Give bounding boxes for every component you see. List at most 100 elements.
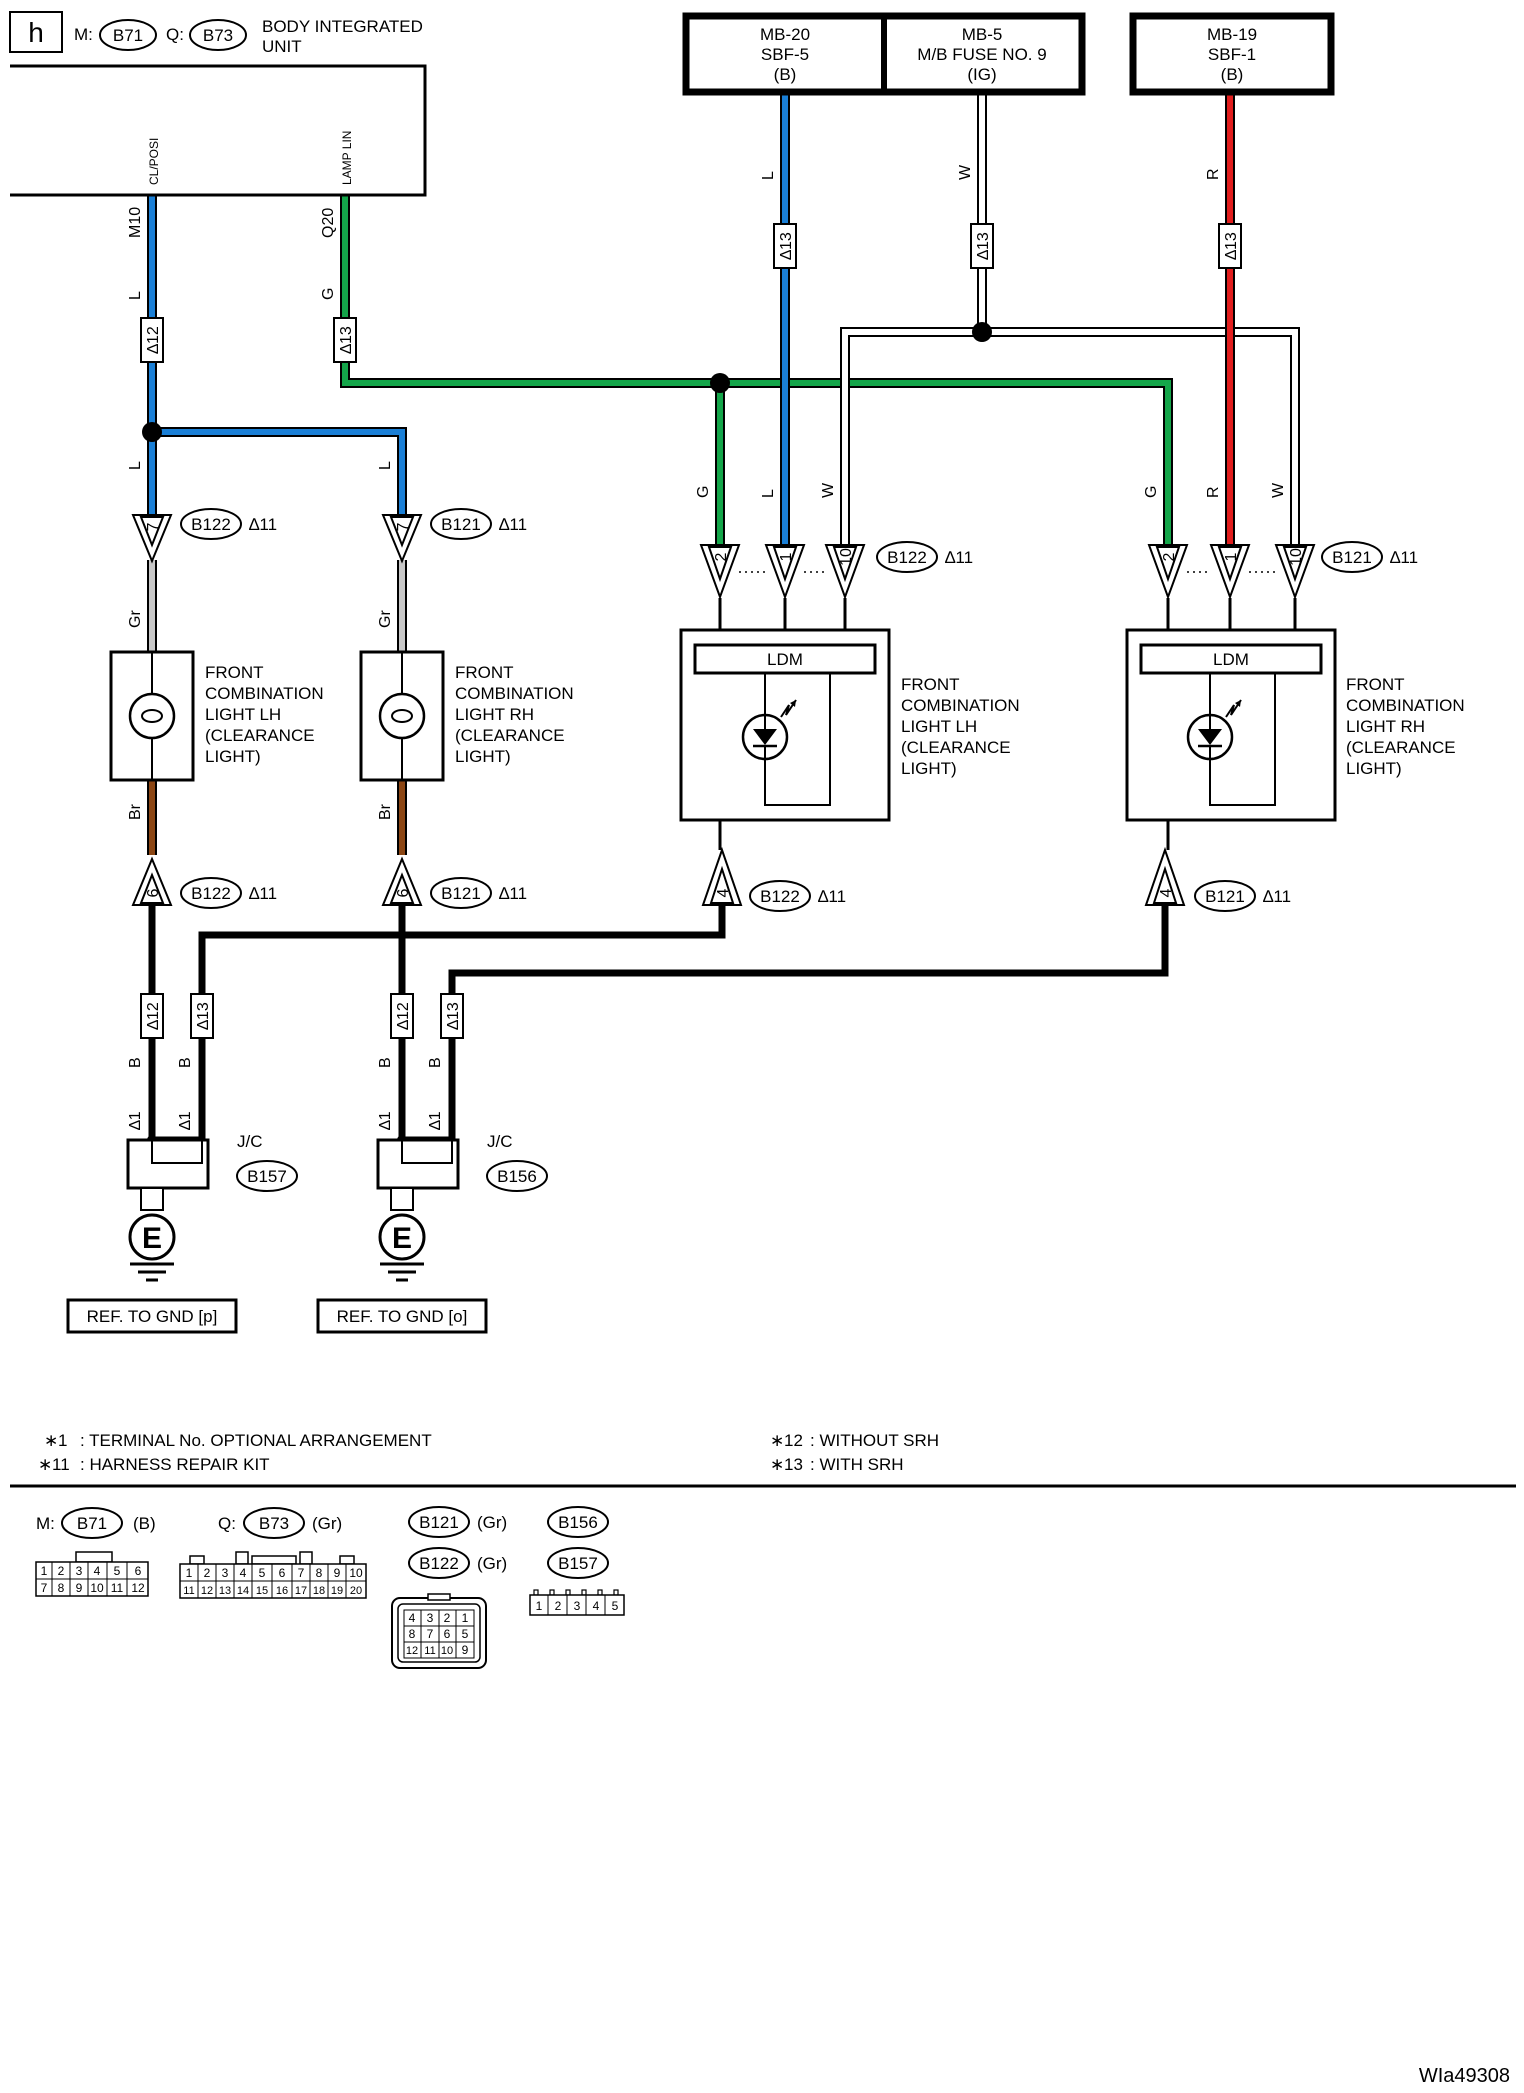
led-light-rh: LDM FRONT COMBINATION LIGHT RH (CLEARANC…: [1125, 628, 1465, 822]
note-star: ∗: [44, 1431, 58, 1450]
connector-views: M: B71 (B) 1 2 3 4 5 6 7 8 9 10 11 12: [35, 1506, 625, 1669]
note-star13-text: : WITH SRH: [810, 1455, 904, 1474]
svg-text:4: 4: [409, 1611, 416, 1625]
ground-e-icon: [128, 1213, 176, 1261]
svg-text:11: 11: [111, 1581, 124, 1595]
wire-brown: [147, 780, 407, 855]
wire-label-r: R: [1205, 486, 1222, 498]
junction-dot: [710, 373, 730, 393]
note-star1-num: 1: [58, 1431, 67, 1450]
cv-b73-face: 1 2 3 4 5 6 7 8 9 10 11 12 13 14 15 16 1…: [179, 1551, 367, 1599]
svg-text:COMBINATION: COMBINATION: [455, 684, 574, 703]
svg-text:9: 9: [76, 1581, 83, 1595]
star-11-label: ∆11: [945, 548, 973, 567]
note-star11-num: 11: [52, 1455, 70, 1474]
svg-text:5: 5: [114, 1564, 121, 1578]
svg-text:7: 7: [427, 1627, 434, 1641]
wire-label-br: Br: [127, 803, 144, 820]
wire-black: [148, 905, 1169, 1150]
connector-pins-up: 6 6 4 4: [131, 846, 1186, 906]
cv-b122-conn: B122: [419, 1554, 459, 1573]
wire-label-w: W: [957, 164, 974, 180]
svg-text:(CLEARANCE: (CLEARANCE: [1346, 738, 1456, 757]
fuse-mb20-line1: MB-20: [760, 25, 810, 44]
pin-b121-7: 7: [381, 514, 423, 564]
figure-id: WIa49308: [1419, 2065, 1510, 2087]
bulb-icon: [378, 692, 426, 740]
conn-b121: B121: [1205, 887, 1245, 906]
conn-b121: B121: [441, 515, 481, 534]
light-ray-icon: [780, 699, 797, 718]
q-conn-oval: [189, 19, 247, 51]
pin-b122-1: 1: [764, 544, 806, 600]
svg-text:(CLEARANCE: (CLEARANCE: [455, 726, 565, 745]
tag-star13: ∆13: [338, 326, 355, 354]
wire-label-br: Br: [377, 803, 394, 820]
note-star11-text: : HARNESS REPAIR KIT: [80, 1455, 270, 1474]
svg-text:7: 7: [145, 522, 162, 531]
svg-text:18: 18: [313, 1585, 325, 1597]
wire-label-l: L: [760, 171, 777, 180]
wire-color-labels: L G L W R L L G L W G R W Gr Gr Br Br B …: [127, 164, 1287, 1130]
fuse-mb20-line2: SBF-5: [761, 45, 809, 64]
wire-label-w: W: [820, 482, 837, 498]
conn-b122: B122: [191, 515, 231, 534]
led-lamps: LDM FRONT COMBINATION LIGHT LH (CLEARANC…: [679, 628, 1465, 822]
wire-label-gr: Gr: [377, 610, 394, 628]
svg-text:13: 13: [219, 1585, 231, 1597]
svg-text:7: 7: [298, 1566, 305, 1580]
svg-text:2: 2: [713, 552, 730, 561]
svg-text:20: 20: [350, 1585, 362, 1597]
jc-label: J/C: [237, 1132, 263, 1151]
unit-title-line1: BODY INTEGRATED: [262, 17, 423, 36]
note-star12-num: 12: [784, 1431, 803, 1450]
svg-text:6: 6: [444, 1627, 451, 1641]
svg-text:7: 7: [395, 522, 412, 531]
fuse-mb19-line3: (B): [1221, 65, 1244, 84]
star-1-label: ∆1: [427, 1111, 444, 1130]
cv-b71-face: 1 2 3 4 5 6 7 8 9 10 11 12: [35, 1551, 149, 1597]
pin-b121-6: 6: [381, 856, 423, 906]
front-light-lh: FRONT COMBINATION LIGHT LH (CLEARANCE LI…: [109, 650, 324, 782]
svg-text:14: 14: [237, 1585, 249, 1597]
pin-b122-7: 7: [131, 514, 173, 564]
ground-stubs: [150, 1188, 404, 1210]
junctions: [142, 322, 992, 1145]
m-conn-oval: [99, 19, 157, 51]
wire-white: [840, 95, 1300, 545]
conn-b157: B157: [247, 1167, 287, 1186]
svg-text:5: 5: [462, 1627, 469, 1641]
wire-label-r: R: [1205, 168, 1222, 180]
pin-b122-10: 10: [824, 544, 866, 600]
svg-text:10: 10: [349, 1566, 363, 1580]
light-ray-icon: [1225, 699, 1242, 718]
tag-star13: ∆13: [195, 1002, 212, 1030]
svg-text:11: 11: [424, 1645, 435, 1657]
star-11-label: ∆11: [1390, 548, 1418, 567]
svg-text:FRONT: FRONT: [1346, 675, 1405, 694]
wire-gray: [147, 560, 407, 652]
jc-b156: J/C B156 E REF. TO GND [o]: [316, 1132, 548, 1334]
svg-text:1: 1: [462, 1611, 469, 1625]
svg-text:17: 17: [295, 1585, 307, 1597]
svg-text:9: 9: [334, 1566, 341, 1580]
cv-m-conn: B71: [77, 1514, 107, 1533]
svg-text:1: 1: [41, 1564, 48, 1578]
connector-pins-down: 7 7 2 1 10 2 1 10: [131, 514, 1316, 600]
note-star13-num: 13: [784, 1455, 803, 1474]
ref-gnd-o-box: [316, 1298, 488, 1334]
svg-text:6: 6: [279, 1566, 286, 1580]
svg-text:LIGHT RH: LIGHT RH: [455, 705, 534, 724]
svg-text:7: 7: [41, 1581, 48, 1595]
svg-text:4: 4: [240, 1566, 247, 1580]
svg-text:(CLEARANCE: (CLEARANCE: [205, 726, 315, 745]
cv-b157-conn: B157: [558, 1554, 598, 1573]
svg-text:2: 2: [58, 1564, 65, 1578]
tag-star13: ∆13: [778, 232, 795, 260]
tag-star13: ∆13: [975, 232, 992, 260]
svg-text:10: 10: [838, 548, 855, 566]
svg-text:6: 6: [135, 1564, 142, 1578]
tag-star13: ∆13: [1223, 232, 1240, 260]
svg-text:2: 2: [444, 1611, 451, 1625]
